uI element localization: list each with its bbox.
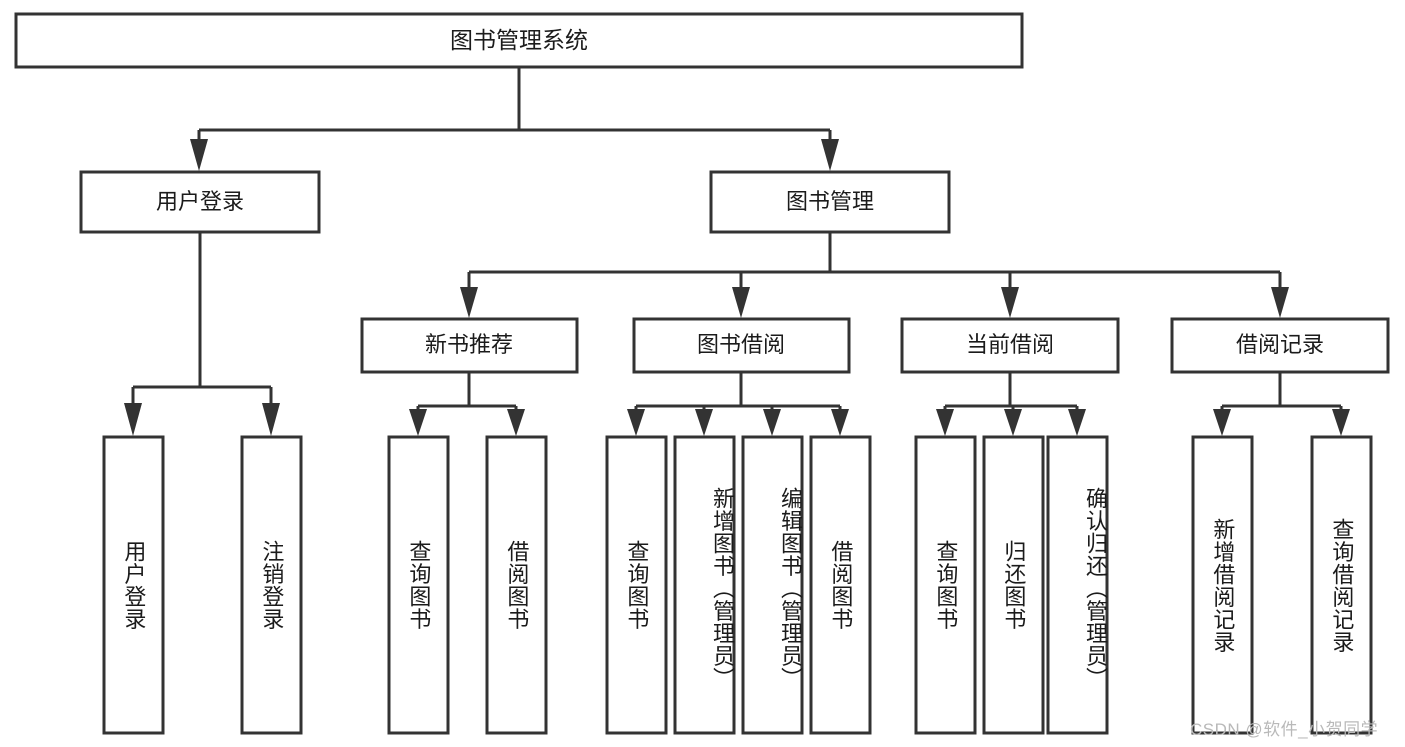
arrowhead-nb-leaf-1	[409, 409, 427, 436]
node-book-borrow-label: 图书借阅	[697, 332, 785, 357]
node-current-borrow-label: 当前借阅	[966, 332, 1054, 357]
arrowhead-to-current-borrow	[1001, 287, 1019, 318]
leaf-bb-add-book[interactable]	[673, 435, 736, 735]
arrowhead-bb-leaf-4	[831, 409, 849, 436]
node-new-book-recommend[interactable]	[360, 317, 579, 374]
node-root-system-label: 图书管理系统	[450, 27, 588, 53]
node-current-borrow[interactable]	[900, 317, 1120, 374]
node-root-system[interactable]	[14, 12, 1024, 69]
node-borrow-records-label: 借阅记录	[1236, 332, 1324, 357]
arrowhead-to-book-manage	[821, 139, 839, 171]
leaf-bb-query-book[interactable]	[605, 435, 668, 735]
leaf-br-add-record[interactable]	[1191, 435, 1254, 735]
node-book-manage-label: 图书管理	[786, 189, 874, 214]
arrowhead-cb-leaf-3	[1068, 409, 1086, 436]
csdn-watermark: CSDN @软件_小贺同学	[1190, 720, 1379, 739]
arrowhead-bb-leaf-2	[695, 409, 713, 436]
node-book-borrow[interactable]	[632, 317, 851, 374]
arrowhead-br-leaf-2	[1332, 409, 1350, 436]
leaf-br-query-record[interactable]	[1310, 435, 1373, 735]
leaf-logout[interactable]	[240, 435, 303, 735]
leaf-bb-edit-book[interactable]	[741, 435, 804, 735]
leaf-cb-query-book[interactable]	[914, 435, 977, 735]
leaf-nb-query-book[interactable]	[387, 435, 450, 735]
node-book-manage[interactable]	[709, 170, 951, 234]
node-new-book-recommend-label: 新书推荐	[425, 332, 513, 357]
arrowhead-nb-leaf-2	[507, 409, 525, 436]
leaf-cb-confirm-return[interactable]	[1046, 435, 1109, 735]
arrowhead-to-user-login	[190, 139, 208, 171]
arrowhead-to-new-books	[460, 287, 478, 318]
leaf-bb-borrow-book[interactable]	[809, 435, 872, 735]
arrowhead-to-book-borrow	[732, 287, 750, 318]
arrowhead-to-borrow-records	[1271, 287, 1289, 318]
arrowhead-bb-leaf-1	[627, 409, 645, 436]
arrowhead-to-leaf-logout	[262, 403, 280, 436]
arrowhead-br-leaf-1	[1213, 409, 1231, 436]
leaf-nb-borrow-book[interactable]	[485, 435, 548, 735]
arrowhead-cb-leaf-2	[1004, 409, 1022, 436]
node-borrow-records[interactable]	[1170, 317, 1390, 374]
node-user-login-label: 用户登录	[156, 189, 244, 214]
leaf-cb-return-book[interactable]	[982, 435, 1045, 735]
arrowhead-to-leaf-user-login	[124, 403, 142, 436]
leaf-user-login[interactable]	[102, 435, 165, 735]
arrowhead-bb-leaf-3	[763, 409, 781, 436]
arrowhead-cb-leaf-1	[936, 409, 954, 436]
